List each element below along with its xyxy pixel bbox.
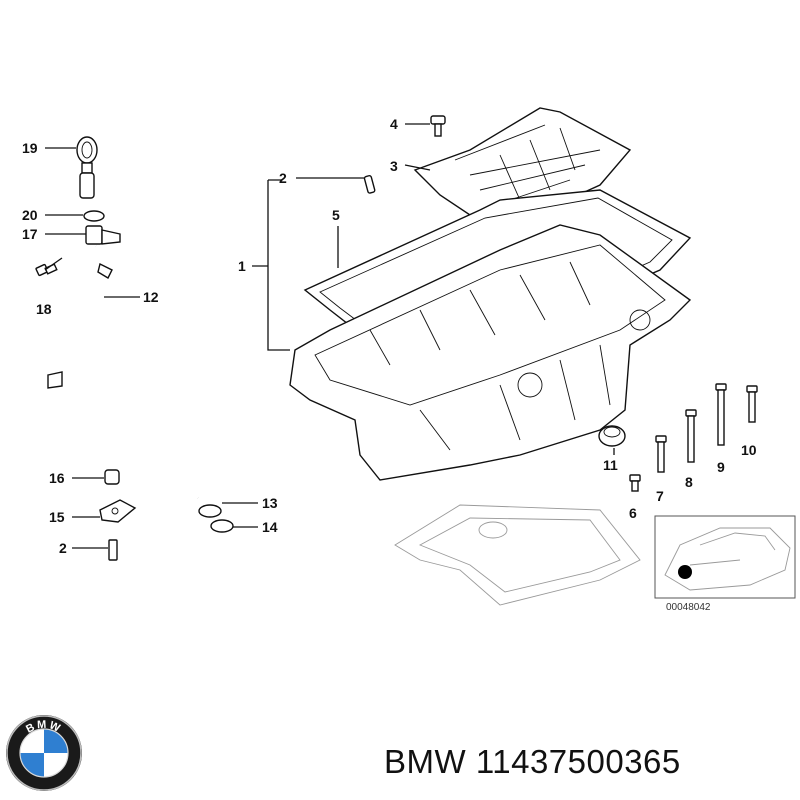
callout-2-lower: 2 bbox=[59, 540, 67, 556]
callout-12: 12 bbox=[143, 289, 159, 305]
callout-10: 10 bbox=[741, 442, 757, 458]
callout-6: 6 bbox=[629, 505, 637, 521]
callout-2-upper: 2 bbox=[279, 170, 287, 186]
guide-tube-head bbox=[85, 225, 121, 245]
vehicle-location-inset bbox=[654, 515, 796, 599]
callout-3: 3 bbox=[390, 158, 398, 174]
callout-14: 14 bbox=[262, 519, 278, 535]
bolt-10 bbox=[746, 385, 758, 423]
diagram-reference-number: 00048042 bbox=[666, 602, 711, 613]
dipstick-guide-tube bbox=[47, 245, 200, 500]
part-caption: BMW 11437500365 bbox=[384, 740, 794, 784]
logo-text: BMW bbox=[24, 719, 62, 736]
oil-pan bbox=[289, 224, 692, 481]
mounting-bracket bbox=[99, 499, 137, 523]
caption-part-number: 11437500365 bbox=[475, 743, 681, 780]
seal-ring-14 bbox=[210, 519, 234, 533]
callout-labels: 19 20 17 18 12 16 15 2 13 14 1 2 3 4 5 6… bbox=[22, 116, 757, 556]
drain-plug bbox=[598, 425, 626, 447]
bmw-roundel-icon: BMW bbox=[6, 715, 82, 791]
oil-dipstick bbox=[76, 136, 98, 199]
bolt-9 bbox=[715, 383, 727, 446]
callout-13: 13 bbox=[262, 495, 278, 511]
callout-4: 4 bbox=[390, 116, 398, 132]
callout-7: 7 bbox=[656, 488, 664, 504]
callout-19: 19 bbox=[22, 140, 38, 156]
callout-9: 9 bbox=[717, 459, 725, 475]
caption-brand: BMW bbox=[384, 743, 467, 780]
callout-5: 5 bbox=[332, 207, 340, 223]
callout-16: 16 bbox=[49, 470, 65, 486]
dowel-pin-top bbox=[363, 174, 376, 194]
callout-17: 17 bbox=[22, 226, 38, 242]
callout-8: 8 bbox=[685, 474, 693, 490]
dipstick-o-ring bbox=[83, 210, 105, 222]
callout-11: 11 bbox=[603, 457, 618, 473]
stud-bolt bbox=[108, 539, 118, 561]
leader-lines bbox=[44, 123, 615, 549]
alternate-oil-pan-outline bbox=[394, 504, 641, 606]
callout-15: 15 bbox=[49, 509, 65, 525]
baffle-bolt bbox=[430, 115, 446, 137]
hex-nut bbox=[104, 469, 120, 485]
bolt-6 bbox=[629, 474, 641, 492]
svg-text:BMW: BMW bbox=[24, 719, 64, 736]
callout-18: 18 bbox=[36, 301, 52, 317]
callout-1: 1 bbox=[238, 258, 246, 274]
engine-location-dot bbox=[678, 565, 692, 579]
bolt-7 bbox=[655, 435, 667, 473]
callout-20: 20 bbox=[22, 207, 38, 223]
bolt-8 bbox=[685, 409, 697, 463]
seal-ring-13 bbox=[198, 504, 222, 518]
guide-tube-bolt bbox=[35, 263, 58, 277]
